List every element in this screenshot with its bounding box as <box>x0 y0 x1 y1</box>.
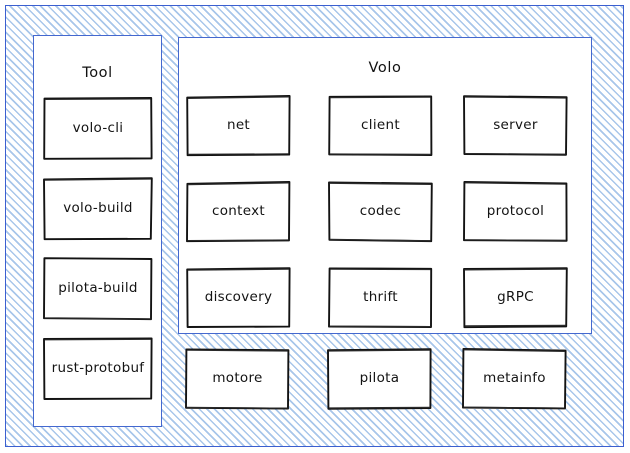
node-label: rust-protobuf <box>51 359 145 376</box>
node-pilota-build[interactable]: pilota-build <box>43 257 153 321</box>
node-label: gRPC <box>497 288 534 305</box>
node-rust-protobuf[interactable]: rust-protobuf <box>43 337 153 400</box>
node-pilota[interactable]: pilota <box>327 348 432 410</box>
node-label: server <box>493 116 538 133</box>
outer-hatched-frame: Tool volo-cli volo-build <box>5 5 624 447</box>
node-motore[interactable]: motore <box>185 348 290 410</box>
node-server[interactable]: server <box>463 95 568 156</box>
node-label: volo-build <box>63 199 133 216</box>
node-label: thrift <box>363 288 398 305</box>
node-label: pilota <box>359 370 400 387</box>
node-metainfo[interactable]: metainfo <box>462 348 567 410</box>
node-protocol[interactable]: protocol <box>463 181 568 242</box>
node-net[interactable]: net <box>186 95 291 157</box>
node-label: metainfo <box>483 370 546 387</box>
panel-tool-title: Tool <box>82 65 113 81</box>
node-label: discovery <box>204 288 273 305</box>
node-volo-cli[interactable]: volo-cli <box>43 97 153 160</box>
node-label: client <box>361 116 400 133</box>
node-context[interactable]: context <box>186 181 291 243</box>
node-label: motore <box>212 370 263 387</box>
node-thrift[interactable]: thrift <box>328 267 433 328</box>
node-label: context <box>212 202 265 219</box>
node-label: net <box>226 116 251 133</box>
node-label: codec <box>359 202 402 219</box>
node-grpc[interactable]: gRPC <box>463 267 568 329</box>
node-discovery[interactable]: discovery <box>186 267 291 328</box>
node-label: pilota-build <box>58 279 138 296</box>
panel-tool: Tool volo-cli volo-build <box>33 35 162 427</box>
node-volo-build[interactable]: volo-build <box>43 177 153 241</box>
panel-volo-title: Volo <box>368 60 402 76</box>
node-label: volo-cli <box>72 119 124 136</box>
node-codec[interactable]: codec <box>328 181 433 243</box>
node-client[interactable]: client <box>328 95 433 156</box>
panel-volo: Volo net client <box>178 37 592 334</box>
node-label: protocol <box>486 202 545 219</box>
